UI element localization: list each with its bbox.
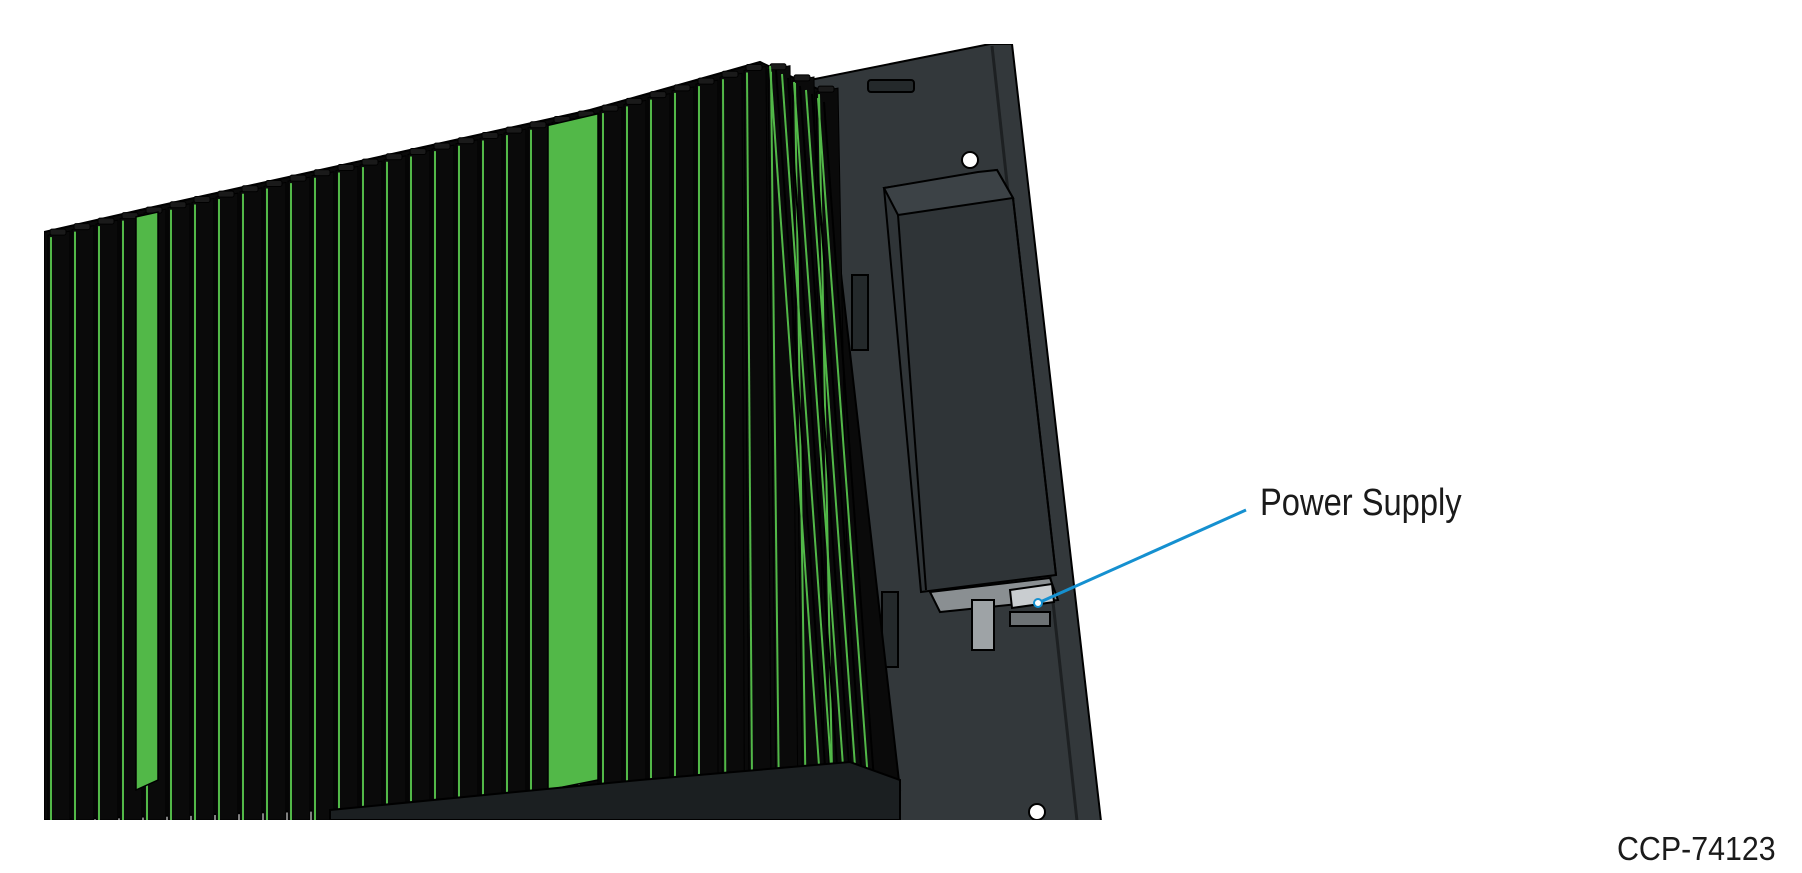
heatsink-side-fin <box>781 73 833 781</box>
heatsink-base <box>329 760 901 820</box>
heatsink-fin-cap <box>625 97 643 105</box>
heatsink-fin-cap <box>793 74 811 82</box>
heatsink-side-fin <box>817 97 869 781</box>
heatsink-fin-cap <box>313 169 331 177</box>
heatsink-fin-cap <box>217 190 235 198</box>
heatsink-fin-cap <box>673 84 691 92</box>
heatsink-fins-icon <box>44 60 902 820</box>
heatsink-side-fin <box>793 81 845 781</box>
callout-label: Power Supply <box>1260 482 1462 524</box>
mounting-hole-icon <box>1028 803 1046 820</box>
heatsink-fin-cap <box>265 179 283 187</box>
heatsink-fin-cap <box>169 201 187 209</box>
heatsink-fin-edge <box>746 72 754 820</box>
heatsink-side-fin <box>823 101 875 781</box>
mounting-hole-icon <box>961 151 979 169</box>
heatsink-fin-cap <box>337 163 355 171</box>
heatsink-side-fin <box>775 69 827 781</box>
heatsink-fin-cap <box>481 131 499 139</box>
power-supply-module-icon <box>882 168 1058 594</box>
heatsink-side-fin <box>799 85 851 781</box>
heatsink-fin-edge <box>770 71 781 820</box>
heatsink-fin-cap <box>601 104 619 112</box>
heatsink-side-fin <box>805 89 857 781</box>
heatsink-fin-cap <box>193 195 211 203</box>
heatsink-fin-edge <box>722 79 727 820</box>
callout-anchor <box>1033 598 1043 608</box>
heatsink-fin-cap <box>361 158 379 166</box>
heatsink-fin-cap <box>721 70 739 78</box>
heatsink-fin-cap <box>817 85 835 93</box>
heatsink-side-fin <box>811 93 863 781</box>
callout-leader-line <box>1037 508 1247 605</box>
heatsink-side-fin <box>769 65 821 781</box>
heatsink-fin-cap <box>49 228 67 236</box>
heatsink-fin-cap <box>529 121 547 129</box>
figure-id: CCP-74123 <box>1617 830 1776 867</box>
heatsink-fin-cap <box>433 142 451 150</box>
heatsink-fin-cap <box>241 185 259 193</box>
heatsink-fin-cap <box>649 91 667 99</box>
heatsink-fin-cap <box>697 77 715 85</box>
heatsink-fin-cap <box>73 223 91 231</box>
heatsink-channel <box>135 211 159 792</box>
heatsink-fin-cap <box>769 63 787 71</box>
plate-tab <box>867 79 915 93</box>
heatsink-side-fin <box>787 77 839 781</box>
plate-clip <box>851 274 869 351</box>
heatsink-fin-cap <box>745 64 763 72</box>
heatsink-fin-cap <box>121 212 139 220</box>
heatsink-fin-cap <box>505 126 523 134</box>
heatsink-fin-cap <box>409 147 427 155</box>
heatsink-fin-cap <box>289 174 307 182</box>
heatsink-fin-cap <box>385 153 403 161</box>
heatsink-channel <box>547 112 599 791</box>
heatsink-fin-cap <box>457 137 475 145</box>
heatsink-fin-cap <box>97 217 115 225</box>
power-connector-icon <box>928 576 1060 651</box>
